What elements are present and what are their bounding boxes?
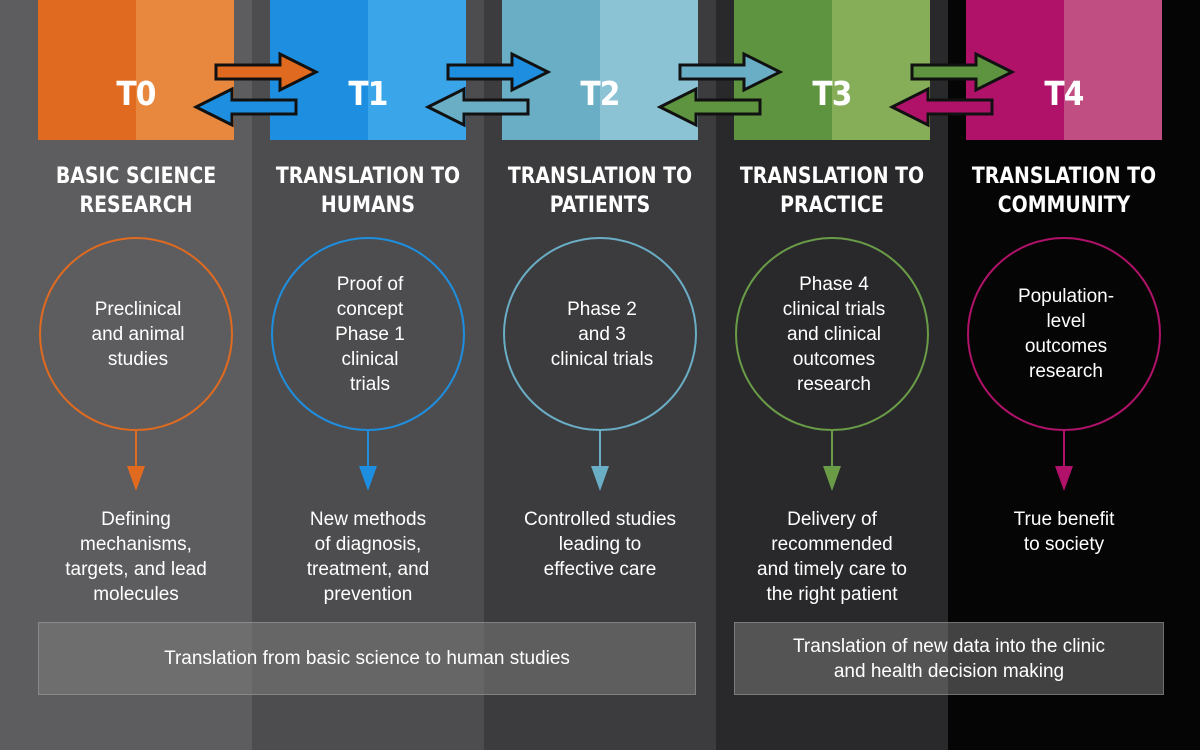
stage-circle-text-line: concept [336,298,404,320]
stage-circle-text-line: Preclinical [94,298,182,320]
stage-circle-text: Phase 4 clinical trials and clinical outcom… [737,272,931,397]
stage-outcome-line: Controlled studies [523,509,677,530]
stage-circle: Phase 4 clinical trials and clinical outcom… [735,237,929,431]
stage-circle-text-line: clinical trials [782,298,886,320]
stage-outcome-line: targets, and lead [65,559,207,580]
stage-title: TRANSLATION TO PATIENTS [500,162,700,220]
stage-column-t3: TRANSLATION TO PRACTICE Phase 4 clinical tr… [716,0,948,750]
stage-outcome-line: molecules [93,584,179,605]
stage-circle-text-line: clinical trials [550,348,654,370]
stage-outcome-line: the right patient [766,584,898,605]
stage-title-line: PRACTICE [780,193,884,218]
stage-title: TRANSLATION TO COMMUNITY [964,162,1164,220]
footer-data-to-clinic: Translation of new data into the clinic … [734,622,1164,695]
stage-outcome-line: mechanisms, [80,534,192,555]
stage-circle: Preclinical and animal studies [39,237,233,431]
stage-title-line: PATIENTS [549,193,651,218]
stage-circle-text-line: Phase 4 [799,273,869,295]
stage-code: T3 [812,74,852,113]
stage-column-t2: TRANSLATION TO PATIENTS Phase 2 and 3 clinic… [484,0,716,750]
stage-title: TRANSLATION TO PRACTICE [732,162,932,220]
stage-outcome-line: and timely care to [757,559,907,580]
stage-circle-text-line: outcomes [792,348,876,370]
stage-circle-text-line: research [797,373,871,395]
stage-circle: Population-level outcomes research [967,237,1161,431]
stage-code: T1 [348,74,388,113]
footer-basic-to-human: Translation from basic science to human … [38,622,696,695]
stage-outcome: Delivery of recommended and timely care to… [716,507,948,607]
stage-circle-text: Phase 2 and 3 clinical trials [505,297,699,372]
stage-outcome-line: New methods [309,509,427,530]
stage-outcome-line: treatment, and [306,559,430,580]
stage-circle-text-line: and animal [91,323,185,345]
stage-outcome-line: to society [1023,534,1105,555]
stage-title-line: COMMUNITY [997,193,1131,218]
stage-code: T2 [580,74,620,113]
stage-circle-text: Preclinical and animal studies [41,297,235,372]
stage-column-t0: BASIC SCIENCE RESEARCH Preclinical and anim… [20,0,252,750]
stage-outcome-line: prevention [323,584,413,605]
stage-circle-text-line: trials [349,373,391,395]
stage-block-left [38,0,136,140]
stage-column-t4: TRANSLATION TO COMMUNITY Population-level o… [948,0,1180,750]
stage-title-line: TRANSLATION TO [739,164,925,189]
stage-title-line: RESEARCH [79,193,193,218]
footer-basic-to-human-text: Translation from basic science to human … [164,648,570,669]
stage-circle-text-line: level [1046,311,1086,332]
footer-data-to-clinic-line-2: and health decision making [833,660,1065,682]
stage-circle-text-line: Population- [1017,286,1115,307]
stage-block-right [1064,0,1162,140]
stage-outcome-line: leading to [558,534,642,555]
stage-outcome: True benefit to society [948,507,1180,557]
stage-outcome: New methods of diagnosis, treatment, and pr… [252,507,484,607]
stage-title-line: TRANSLATION TO [507,164,693,189]
stage-circle-text-line: research [1029,361,1103,382]
stage-outcome-line: of diagnosis, [314,534,422,555]
stage-title: TRANSLATION TO HUMANS [268,162,468,220]
stage-title-line: BASIC SCIENCE [55,164,217,189]
footer-data-to-clinic-line-1: Translation of new data into the clinic [793,635,1105,657]
stage-outcome-line: Delivery of [787,509,877,530]
stage-outcome: Defining mechanisms, targets, and lead mole… [20,507,252,607]
stage-outcome-line: True benefit [1013,509,1115,530]
stage-outcome-line: recommended [771,534,893,555]
stage-circle-text-line: Phase 2 [567,298,637,320]
stage-code: T4 [1044,74,1084,113]
stage-circle-text: Population-level outcomes research [969,284,1163,384]
stage-outcome-line: Defining [101,509,171,530]
stage-title-line: TRANSLATION TO [275,164,461,189]
stage-outcome: Controlled studies leading to effective ca… [484,507,716,582]
stage-circle-text-line: and clinical [787,323,881,345]
stage-circle-text-line: Phase 1 [335,323,405,345]
stage-code: T0 [116,74,156,113]
stage-block-t4: T4 [966,0,1162,140]
stage-circle-text-line: studies [107,348,169,370]
stage-title-line: HUMANS [320,193,416,218]
stage-title: BASIC SCIENCE RESEARCH [36,162,236,220]
stage-circle-text-line: and 3 [578,323,626,345]
stage-circle-text-line: outcomes [1024,336,1108,357]
stage-outcome-line: effective care [543,559,657,580]
stage-circle-text-line: Proof of [336,273,404,295]
stage-title-line: TRANSLATION TO [971,164,1157,189]
stage-circle-text-line: clinical [341,348,399,370]
stage-circle: Phase 2 and 3 clinical trials [503,237,697,431]
